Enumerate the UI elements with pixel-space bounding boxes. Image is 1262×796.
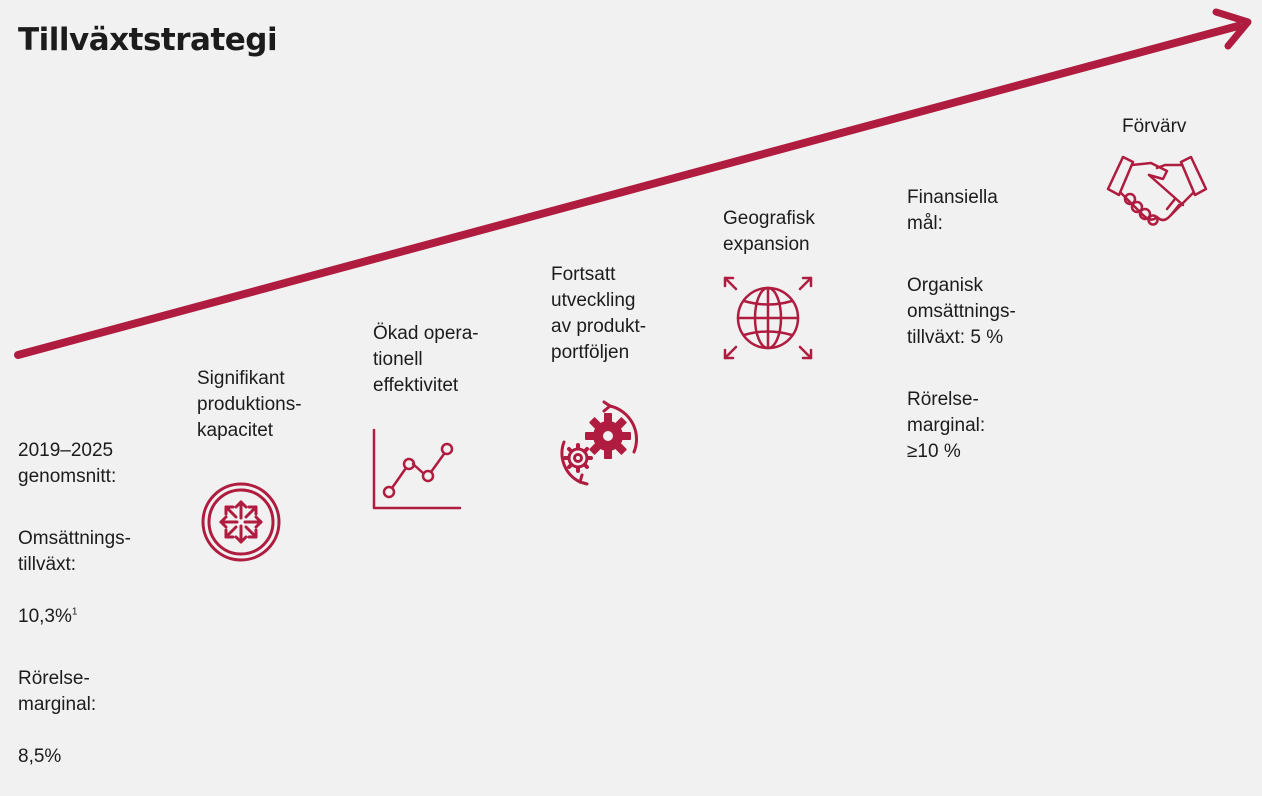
targets-stage: Finansiella mål: Organisk omsättnings- t… [907,159,1016,491]
acquisitions-label: Förvärv [1122,116,1187,137]
page-title: Tillväxtstrategi [18,22,278,58]
efficiency-label: Ökad opera- tionell effektivitet [373,323,479,396]
gears-cycle-icon [560,400,639,486]
revenue-growth-value-line: 10,3%1 [18,604,131,630]
revenue-growth-label: Omsättnings- tillväxt: [18,528,131,575]
line-chart-icon [372,428,462,510]
history-stage: 2019–2025 genomsnitt: Omsättnings- tillv… [18,412,131,796]
footnote-marker: 1 [71,606,78,618]
organic-growth-target: Organisk omsättnings- tillväxt: 5 % [907,275,1016,348]
history-heading: 2019–2025 genomsnitt: [18,440,117,487]
growth-arrow [14,8,1252,359]
portfolio-label: Fortsatt utveckling av produkt- portfölj… [551,264,647,363]
operating-margin-label: Rörelse- marginal: [18,668,97,715]
expand-arrows-circle-icon [201,482,281,562]
globe-arrows-icon [723,276,813,360]
targets-heading: Finansiella mål: [907,187,998,234]
expansion-label: Geografisk expansion [723,208,815,255]
revenue-growth-value: 10,3% [18,606,72,627]
handshake-icon [1106,155,1208,226]
operating-margin-value: 8,5% [18,746,62,767]
capacity-label: Signifikant produktions- kapacitet [197,368,302,441]
margin-target: Rörelse- marginal: ≥10 % [907,389,986,462]
